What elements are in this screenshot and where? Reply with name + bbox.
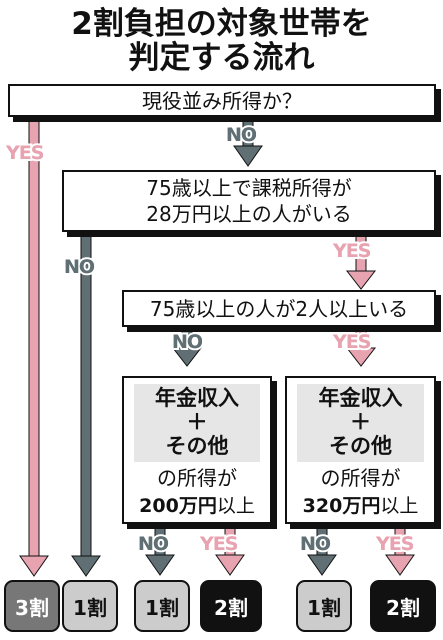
label-q2-no-fill: NO: [64, 256, 95, 278]
question-4-suffix: 以上: [216, 495, 255, 517]
label-q5-yes-fill: YES: [376, 533, 414, 555]
result-2wari-b: 2割: [370, 580, 436, 632]
question-3-text: 75歳以上の人が2人以上いる: [149, 296, 409, 321]
result-1wari-a-text: 1割: [73, 595, 107, 620]
arrow-q2-yes: [345, 231, 377, 290]
question-box-4: 年金収入 ＋ その他 の所得が 200万円以上: [122, 376, 272, 524]
label-q5-no: NO: [298, 531, 333, 557]
label-q4-yes: YES: [198, 531, 240, 557]
result-1wari-b-text: 1割: [145, 595, 179, 620]
question-4-plus: ＋: [186, 410, 208, 434]
result-3wari-text: 3割: [15, 595, 49, 620]
result-2wari-b-text: 2割: [386, 595, 420, 620]
label-q4-no-fill: NO: [138, 533, 169, 555]
result-1wari-b: 1割: [134, 580, 190, 632]
question-2-line1: 75歳以上で課税所得が: [146, 176, 352, 200]
label-q5-yes: YES: [374, 531, 416, 557]
label-q5-no-fill: NO: [300, 533, 331, 555]
question-5-highlight: [297, 384, 424, 462]
page-title: 2割負担の対象世帯を: [71, 6, 372, 42]
arrow-q5-yes: [385, 527, 415, 576]
result-2wari-a-text: 2割: [214, 595, 248, 620]
question-2-line2: 28万円以上の人がいる: [146, 202, 352, 226]
result-1wari-c-text: 1割: [307, 595, 341, 620]
result-1wari-a: 1割: [62, 580, 118, 632]
question-5-suffix: 以上: [380, 495, 419, 517]
label-q2-yes-fill: YES: [333, 240, 371, 262]
label-q4-yes-fill: YES: [200, 533, 238, 555]
arrow-q1-no: [233, 116, 263, 167]
question-5-line4: の所得が: [320, 466, 401, 490]
question-box-1: 現役並み所得か？: [8, 84, 436, 117]
label-q3-yes-fill: YES: [333, 331, 371, 353]
label-q1-no-fill: NO: [226, 124, 257, 146]
arrow-q4-no: [145, 527, 175, 576]
label-q3-no-fill: NO: [172, 331, 203, 353]
page-subtitle: 判定する流れ: [128, 40, 315, 76]
question-4-line3: その他: [165, 434, 229, 458]
label-q1-yes-fill: YES: [6, 142, 44, 164]
label-q2-no: NO: [62, 254, 97, 280]
question-5-line3: その他: [329, 434, 392, 458]
result-2wari-a: 2割: [200, 580, 262, 632]
question-5-amount: 320万円: [302, 495, 381, 517]
question-4-line1: 年金収入: [155, 386, 239, 410]
arrow-q4-yes: [215, 527, 245, 576]
question-box-3: 75歳以上の人が2人以上いる: [122, 290, 436, 327]
label-q3-yes: YES: [331, 329, 373, 355]
result-3wari: 3割: [4, 580, 60, 632]
arrow-q2-no: [71, 231, 101, 577]
label-q1-yes: YES: [4, 140, 46, 166]
arrow-q3-yes: [345, 326, 377, 367]
arrow-q1-yes: [19, 116, 49, 577]
question-5-line1: 年金収入: [318, 386, 403, 410]
question-5-plus: ＋: [350, 410, 371, 434]
question-5-amount-row: 320万円以上: [287, 494, 434, 518]
arrow-q5-no: [307, 527, 337, 576]
question-box-5: 年金収入 ＋ その他 の所得が 320万円以上: [285, 376, 436, 524]
question-4-amount-row: 200万円以上: [124, 494, 270, 518]
question-4-amount: 200万円: [139, 495, 217, 517]
arrow-q3-no: [171, 326, 203, 367]
question-4-line4: の所得が: [157, 466, 237, 490]
label-q3-no: NO: [170, 329, 205, 355]
label-q1-no: NO: [224, 122, 259, 148]
question-4-highlight: [134, 384, 260, 462]
question-box-2: 75歳以上で課税所得が 28万円以上の人がいる: [62, 170, 436, 232]
question-1-text: 現役並み所得か？: [142, 88, 302, 113]
label-q4-no: NO: [136, 531, 171, 557]
label-q2-yes: YES: [331, 238, 373, 264]
result-1wari-c: 1割: [296, 580, 352, 632]
